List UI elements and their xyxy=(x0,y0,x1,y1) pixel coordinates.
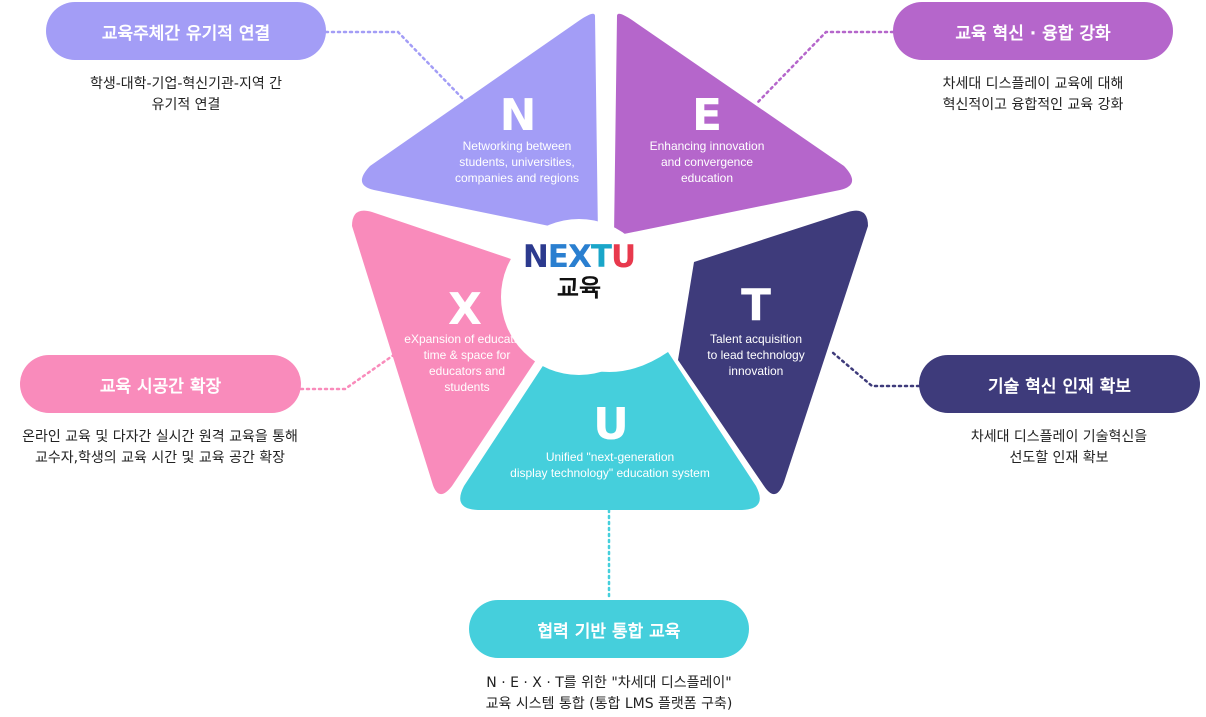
svg-text:companies and regions: companies and regions xyxy=(455,171,579,185)
svg-text:time & space for: time & space for xyxy=(424,348,511,362)
segment-desc-t: Talent acquisition to lead technology in… xyxy=(707,332,804,378)
segment-desc-u: Unified "next-generation display technol… xyxy=(510,450,710,480)
callout-title-x: 교육 시공간 확장 xyxy=(20,355,301,413)
segment-letter-e: E xyxy=(692,90,722,141)
svg-text:students: students xyxy=(444,380,489,394)
segment-letter-n: N xyxy=(500,90,537,141)
callout-desc-n: 학생-대학-기업-혁신기관-지역 간 유기적 연결 xyxy=(36,74,336,116)
callout-title-n: 교육주체간 유기적 연결 xyxy=(46,2,326,60)
segment-desc-x: eXpansion of education time & space for … xyxy=(404,332,529,394)
logo-subtitle: 교육 xyxy=(556,274,602,302)
callout-desc-x-line-2: 교수자,학생의 교육 시간 및 교육 공간 확장 xyxy=(34,450,286,466)
svg-text:educators and: educators and xyxy=(429,364,505,378)
center-circle xyxy=(501,219,657,375)
callout-desc-e-line-1: 차세대 디스플레이 교육에 대해 xyxy=(942,76,1124,92)
connector-e xyxy=(756,30,895,104)
callout-title-u: 협력 기반 통합 교육 xyxy=(469,600,749,658)
svg-text:students, universities,: students, universities, xyxy=(459,155,574,169)
svg-text:display technology" education: display technology" education system xyxy=(510,466,710,480)
svg-text:to lead technology: to lead technology xyxy=(707,348,804,362)
svg-text:education: education xyxy=(681,171,733,185)
svg-text:innovation: innovation xyxy=(729,364,784,378)
connector-n xyxy=(324,30,468,104)
center-logo: NEXTU 교육 xyxy=(517,240,641,302)
callout-desc-t-line-2: 선도할 인재 확보 xyxy=(1009,450,1109,466)
callout-desc-e-line-2: 혁신적이고 융합적인 교육 강화 xyxy=(942,97,1124,113)
callout-desc-n-line-1: 학생-대학-기업-혁신기관-지역 간 xyxy=(89,76,283,92)
connector-t xyxy=(830,350,921,388)
callout-desc-u: N · E · X · T를 위한 "차세대 디스플레이" 교육 시스템 통합 … xyxy=(434,673,784,715)
segment-x xyxy=(352,210,536,495)
svg-text:Networking between: Networking between xyxy=(463,139,572,153)
callout-desc-e: 차세대 디스플레이 교육에 대해 혁신적이고 융합적인 교육 강화 xyxy=(883,74,1183,116)
segment-u xyxy=(460,352,760,510)
svg-text:Talent acquisition: Talent acquisition xyxy=(710,332,802,346)
segment-t xyxy=(678,210,868,495)
segment-e xyxy=(614,13,853,236)
svg-text:Enhancing innovation: Enhancing innovation xyxy=(650,139,765,153)
segment-desc-e: Enhancing innovation and convergence edu… xyxy=(650,139,765,185)
callout-desc-u-line-1: N · E · X · T를 위한 "차세대 디스플레이" xyxy=(486,675,732,691)
callout-title-t: 기술 혁신 인재 확보 xyxy=(919,355,1200,413)
svg-text:and convergence: and convergence xyxy=(661,155,753,169)
logo-letter-n: N xyxy=(522,239,549,275)
connector-x xyxy=(299,350,400,391)
callout-desc-t: 차세대 디스플레이 기술혁신을 선도할 인재 확보 xyxy=(909,427,1206,469)
segment-letter-x: X xyxy=(448,284,482,335)
logo-wordmark: NEXTU xyxy=(517,240,641,274)
segment-letter-t: T xyxy=(741,280,771,331)
callout-desc-x-line-1: 온라인 교육 및 다자간 실시간 원격 교육을 통해 xyxy=(22,429,298,445)
segment-n xyxy=(361,13,598,236)
callout-desc-n-line-2: 유기적 연결 xyxy=(151,97,221,113)
callout-desc-t-line-1: 차세대 디스플레이 기술혁신을 xyxy=(970,429,1148,445)
callout-title-e: 교육 혁신 · 융합 강화 xyxy=(893,2,1173,60)
logo-letter-u: U xyxy=(611,239,636,275)
segment-desc-n: Networking between students, universitie… xyxy=(455,139,579,185)
svg-text:Unified "next-generation: Unified "next-generation xyxy=(546,450,674,464)
svg-text:eXpansion of education: eXpansion of education xyxy=(404,332,529,346)
callout-desc-x: 온라인 교육 및 다자간 실시간 원격 교육을 통해 교수자,학생의 교육 시간… xyxy=(0,427,320,469)
logo-letter-t: T xyxy=(590,239,612,275)
segment-letter-u: U xyxy=(593,399,629,450)
callout-desc-u-line-2: 교육 시스템 통합 (통합 LMS 플랫폼 구축) xyxy=(485,696,733,712)
logo-letters-ex: EX xyxy=(547,239,592,275)
